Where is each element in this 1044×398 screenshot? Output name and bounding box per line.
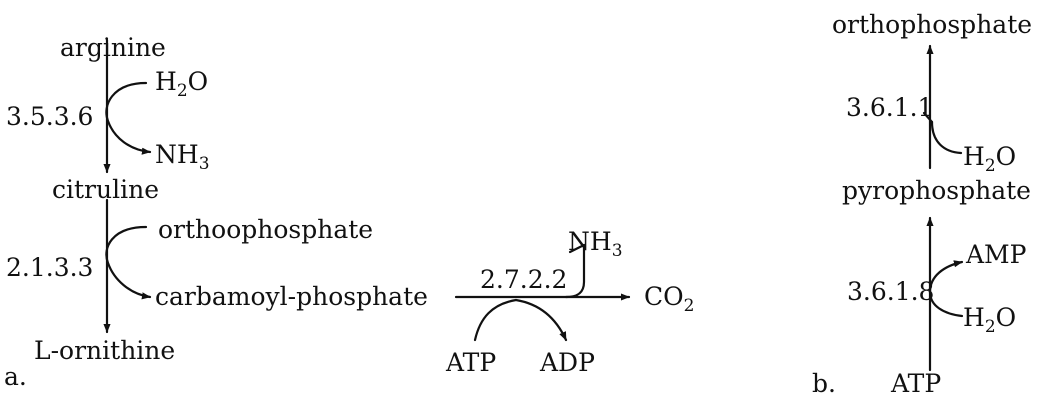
h2o-amp-curve xyxy=(928,260,964,318)
h2o-label-b1: H2O xyxy=(963,142,1016,176)
panel-b-label: b. xyxy=(812,369,836,398)
h2o-hydrolysis-arrowhead xyxy=(922,111,934,124)
co2-label: CO2 xyxy=(644,282,694,316)
atp-label-b: ATP xyxy=(890,369,941,398)
enzyme-2722-label: 2.7.2.2 xyxy=(480,265,567,294)
atp-label-a: ATP xyxy=(445,348,496,377)
orthoophosphate-label: orthoophosphate xyxy=(158,215,373,244)
h2o-hydrolysis-curve-1 xyxy=(930,120,963,155)
enzyme-3618-label: 3.6.1.8 xyxy=(847,277,934,306)
nh3-byproduct-label: NH3 xyxy=(568,227,623,261)
h2o-nh3-curve xyxy=(105,81,152,155)
h2o-label: H2O xyxy=(155,67,208,101)
pyrophosphate-label: pyrophosphate xyxy=(842,176,1031,205)
atp-adp-curve xyxy=(473,298,568,342)
enzyme-3611-label: 3.6.1.1 xyxy=(846,93,933,122)
enzyme-3536-label: 3.5.3.6 xyxy=(6,102,93,131)
orthophosphate-carbamoyl-curve xyxy=(105,225,152,300)
amp-label: AMP xyxy=(965,240,1026,269)
panel-a-label: a. xyxy=(4,362,27,391)
enzyme-2133-label: 2.1.3.3 xyxy=(6,253,93,282)
nh3-label: NH3 xyxy=(155,140,210,174)
panel-a: arginine 3.5.3.6 H2O NH3 citruline ortho… xyxy=(4,33,694,391)
arginine-label: arginine xyxy=(60,33,166,62)
panel-b: orthophosphate 3.6.1.1 H2O pyrophosphate… xyxy=(812,10,1032,398)
citruline-label: citruline xyxy=(52,175,159,204)
carbamoyl-phosphate-label: carbamoyl-phosphate xyxy=(155,282,428,311)
adp-label: ADP xyxy=(539,348,595,377)
h2o-label-b2: H2O xyxy=(963,303,1016,337)
nh3-arrowhead xyxy=(568,243,586,254)
orthophosphate-label-b: orthophosphate xyxy=(832,10,1032,39)
l-ornithine-label: L-ornithine xyxy=(34,336,175,365)
nh3-release-curve xyxy=(564,243,586,299)
